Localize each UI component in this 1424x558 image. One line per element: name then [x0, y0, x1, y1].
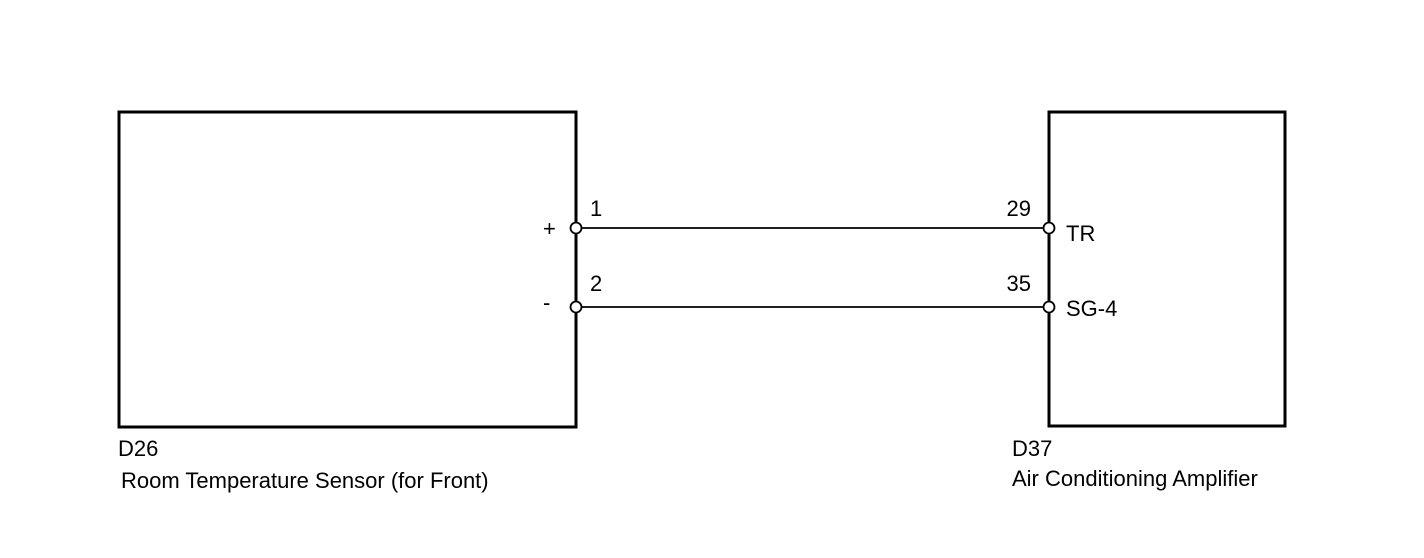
terminal-pin-2 [569, 300, 583, 314]
room-temperature-sensor-box [117, 110, 578, 429]
polarity-plus-label: + [543, 216, 556, 241]
pin-35-label: 35 [1007, 271, 1031, 296]
terminal-pin-29 [1042, 221, 1056, 235]
left-component-name: Room Temperature Sensor (for Front) [121, 468, 489, 493]
polarity-minus-label: - [543, 290, 550, 315]
terminal-pin-35 [1042, 300, 1056, 314]
pin-2-label: 2 [590, 271, 602, 296]
pin-29-label: 29 [1007, 196, 1031, 221]
signal-tr-label: TR [1066, 221, 1095, 246]
right-component-name: Air Conditioning Amplifier [1012, 466, 1258, 491]
pin-1-label: 1 [590, 196, 602, 221]
air-conditioning-amplifier-box [1047, 110, 1287, 428]
terminal-pin-1 [569, 221, 583, 235]
right-component-code: D37 [1012, 436, 1052, 461]
signal-sg4-label: SG-4 [1066, 296, 1117, 321]
left-component-code: D26 [118, 436, 158, 461]
